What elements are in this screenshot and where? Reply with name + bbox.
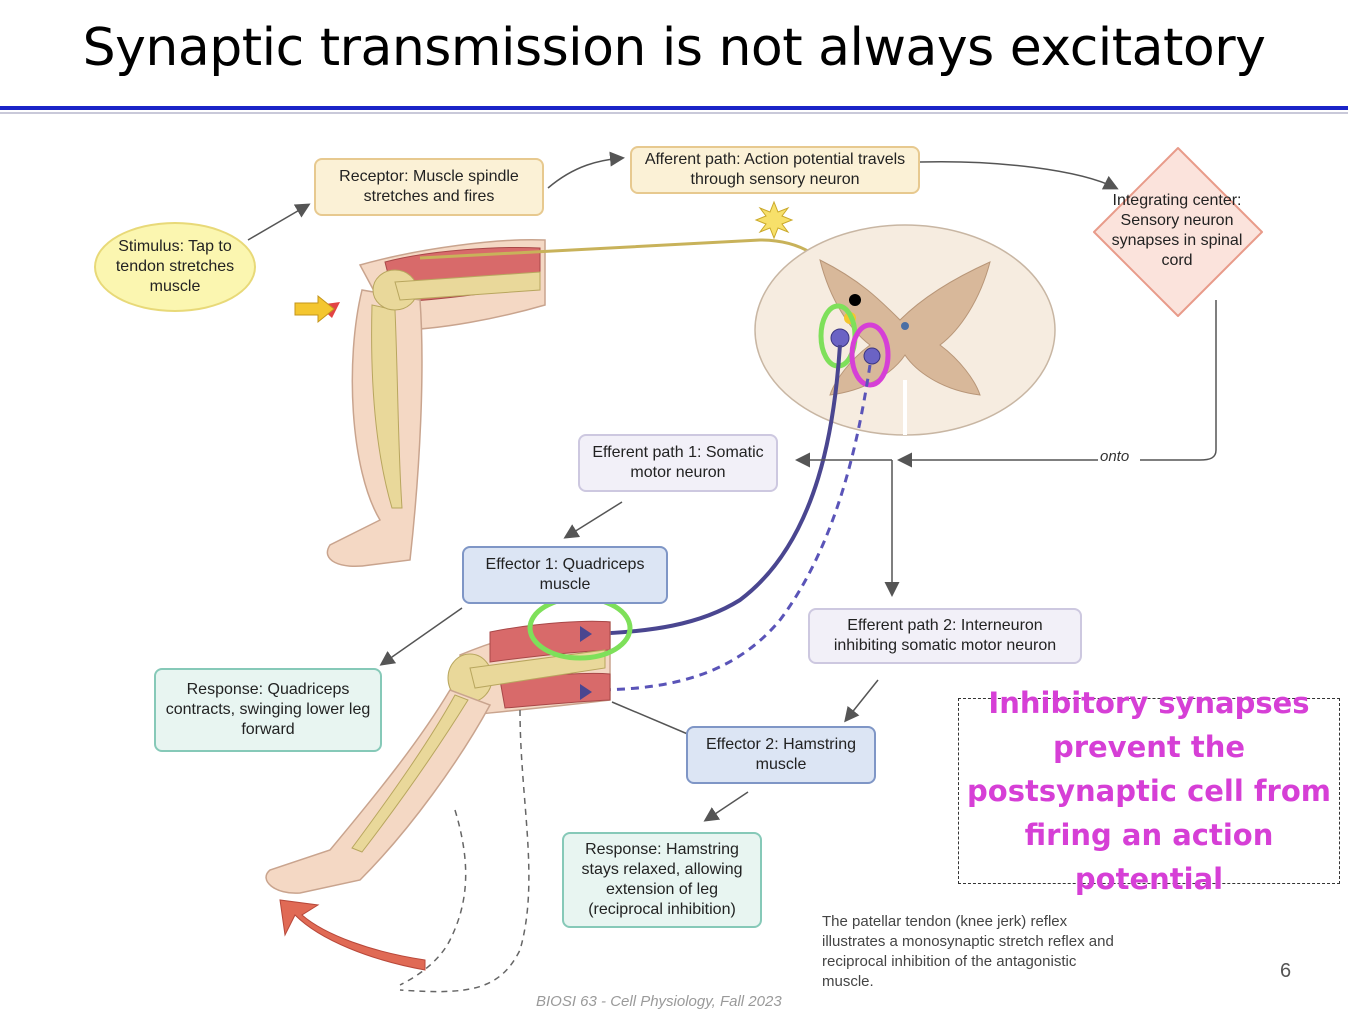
afferent-path-box: Afferent path: Action potential travels …	[630, 146, 920, 194]
effector-1-box: Effector 1: Quadriceps muscle	[462, 546, 668, 604]
leg-lower-illustration	[265, 595, 633, 993]
slide-footer: BIOSI 63 - Cell Physiology, Fall 2023	[536, 993, 782, 1010]
receptor-box: Receptor: Muscle spindle stretches and f…	[314, 158, 544, 216]
integrating-center-diamond	[1093, 147, 1263, 317]
efferent-path-2-box: Efferent path 2: Interneuron inhibiting …	[808, 608, 1082, 664]
stimulus-label: Stimulus: Tap to tendon stretches muscle	[94, 222, 256, 312]
integrating-center-label: Integrating center: Sensory neuron synap…	[1111, 192, 1243, 269]
response-1-box: Response: Quadriceps contracts, swinging…	[154, 668, 382, 752]
onto-label: onto	[1100, 448, 1130, 465]
title-rule-shadow	[0, 112, 1348, 114]
leg-upper-illustration	[294, 238, 842, 567]
inhibitory-synapse-highlight	[849, 322, 891, 388]
motor-neuron-2-path	[589, 364, 872, 692]
title-rule	[0, 106, 1348, 110]
effector-2-box: Effector 2: Hamstring muscle	[686, 726, 876, 784]
efferent-path-1-box: Efferent path 1: Somatic motor neuron	[578, 434, 778, 492]
page-number: 6	[1280, 960, 1292, 982]
slide-title: Synaptic transmission is not always exci…	[82, 18, 1266, 78]
motor-neuron-1-path	[589, 344, 842, 636]
spinal-cord-cross-section	[754, 200, 1056, 436]
figure-caption: The patellar tendon (knee jerk) reflex i…	[822, 913, 1114, 990]
inhibitory-callout: Inhibitory synapses prevent the postsyna…	[958, 686, 1340, 896]
response-2-box: Response: Hamstring stays relaxed, allow…	[562, 832, 762, 928]
